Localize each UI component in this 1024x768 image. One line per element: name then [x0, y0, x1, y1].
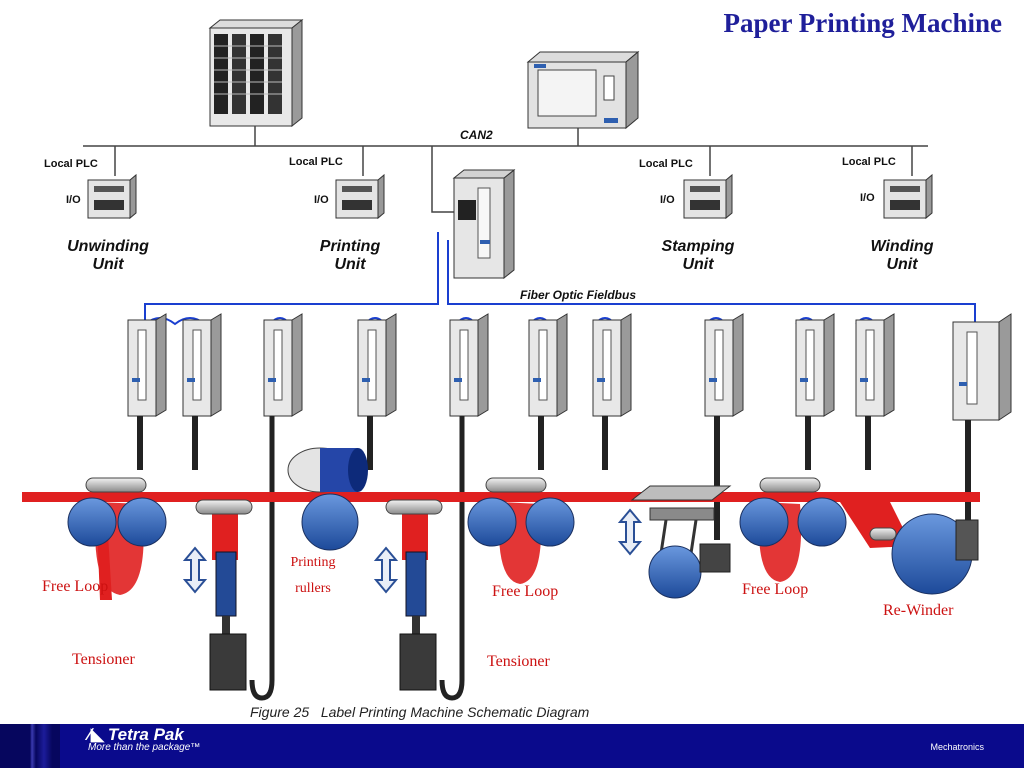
- io-label-winding: I/O: [860, 192, 875, 204]
- stamping-unit: [630, 485, 732, 599]
- plc-label-stamping: Local PLC: [639, 158, 693, 170]
- tensioner-label-1: Tensioner: [72, 651, 135, 668]
- plc-label-winding: Local PLC: [842, 156, 896, 168]
- slide-title: Paper Printing Machine: [723, 8, 1002, 38]
- free-loop-label-3: Free Loop: [742, 581, 809, 598]
- plc-label-printing: Local PLC: [289, 156, 343, 168]
- schematic-diagram: [22, 18, 1012, 701]
- can-bus: [83, 126, 928, 213]
- tensioner-cables: [249, 416, 465, 701]
- main-controller-rack: [208, 18, 304, 128]
- local-plc-modules: [87, 173, 933, 220]
- io-label-printing: I/O: [314, 194, 329, 206]
- rewinder-drum: [869, 513, 979, 595]
- footer-bar: [0, 724, 1024, 768]
- free-loop-label-1: Free Loop: [42, 578, 109, 595]
- operator-panel: [526, 50, 640, 130]
- motor-cables: [137, 416, 971, 540]
- figure-caption: Figure 25 Label Printing Machine Schemat…: [250, 704, 590, 720]
- io-label-stamping: I/O: [660, 194, 675, 206]
- tensioner-label-2: Tensioner: [487, 653, 550, 670]
- servo-drive-row: [127, 313, 1012, 421]
- web-rollers: [67, 477, 847, 547]
- free-loop-label-2: Free Loop: [492, 583, 559, 600]
- tagline: More than the package™: [88, 742, 201, 753]
- rewinder-label: Re-Winder: [883, 602, 954, 619]
- tensioner-mechanisms: [209, 551, 437, 691]
- footer-course-label: Mechatronics: [930, 742, 984, 752]
- fiber-bus-label: Fiber Optic Fieldbus: [520, 288, 637, 302]
- printing-cylinder: [287, 447, 368, 551]
- io-label-unwinding: I/O: [66, 194, 81, 206]
- footer-decoration: [0, 724, 60, 768]
- central-gateway-drive: [452, 168, 516, 280]
- motion-arrows: [182, 508, 643, 594]
- can-bus-label: CAN2: [460, 128, 493, 142]
- plc-label-unwinding: Local PLC: [44, 158, 98, 170]
- tetra-pak-mark-icon: ∕◣: [88, 725, 104, 744]
- tetra-pak-logo: ∕◣Tetra Pak: [88, 725, 184, 744]
